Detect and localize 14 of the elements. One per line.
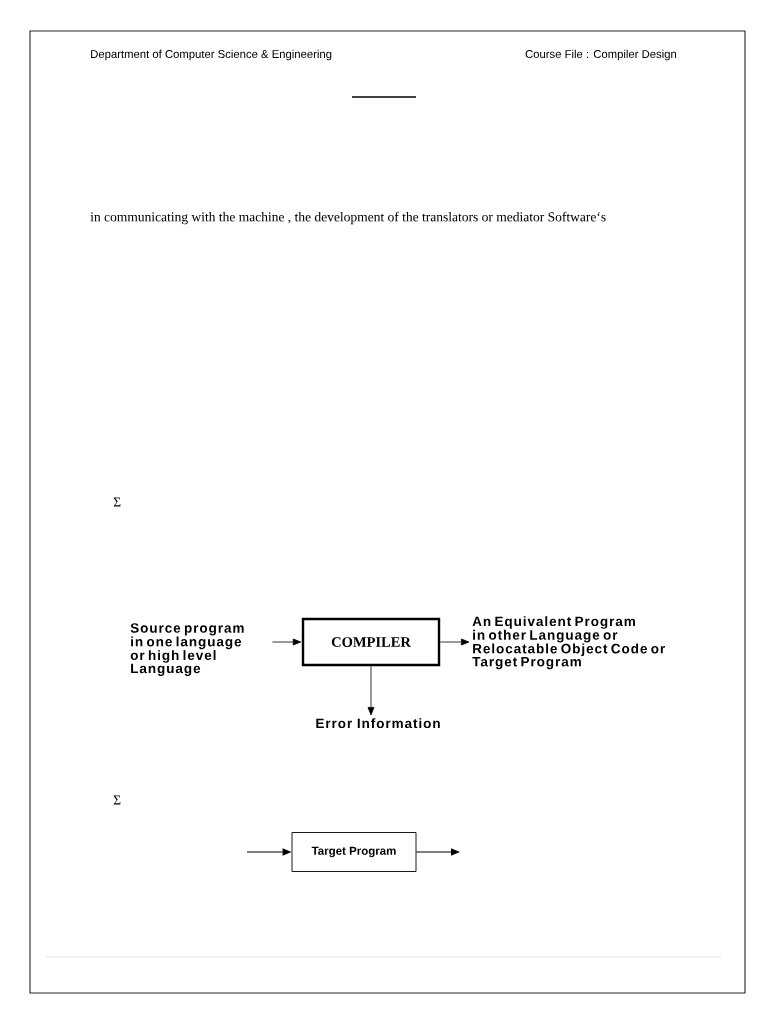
arrow: [367, 665, 375, 716]
bullet-symbol: Σ: [113, 497, 121, 507]
header-text: Department of Computer Science & Engineering: [91, 49, 332, 61]
body-text: in communicating with the machine , the development of the translators or mediator Software‘s: [90, 211, 606, 225]
input-label: Source program in one language or high level Language: [130, 623, 244, 676]
error-label: Error Information: [316, 718, 440, 729]
output-label: An Equivalent Program in other Language or Relocatable Object Code or Target Program: [472, 616, 665, 670]
arrow: [439, 638, 470, 646]
bullet-symbol: Σ: [113, 795, 121, 805]
header-text: Course File : Compiler Design: [525, 49, 677, 61]
process-box: Target Program: [291, 832, 417, 872]
arrow: [272, 638, 302, 646]
arrow: [415, 848, 460, 856]
process-box: COMPILER: [301, 617, 441, 667]
